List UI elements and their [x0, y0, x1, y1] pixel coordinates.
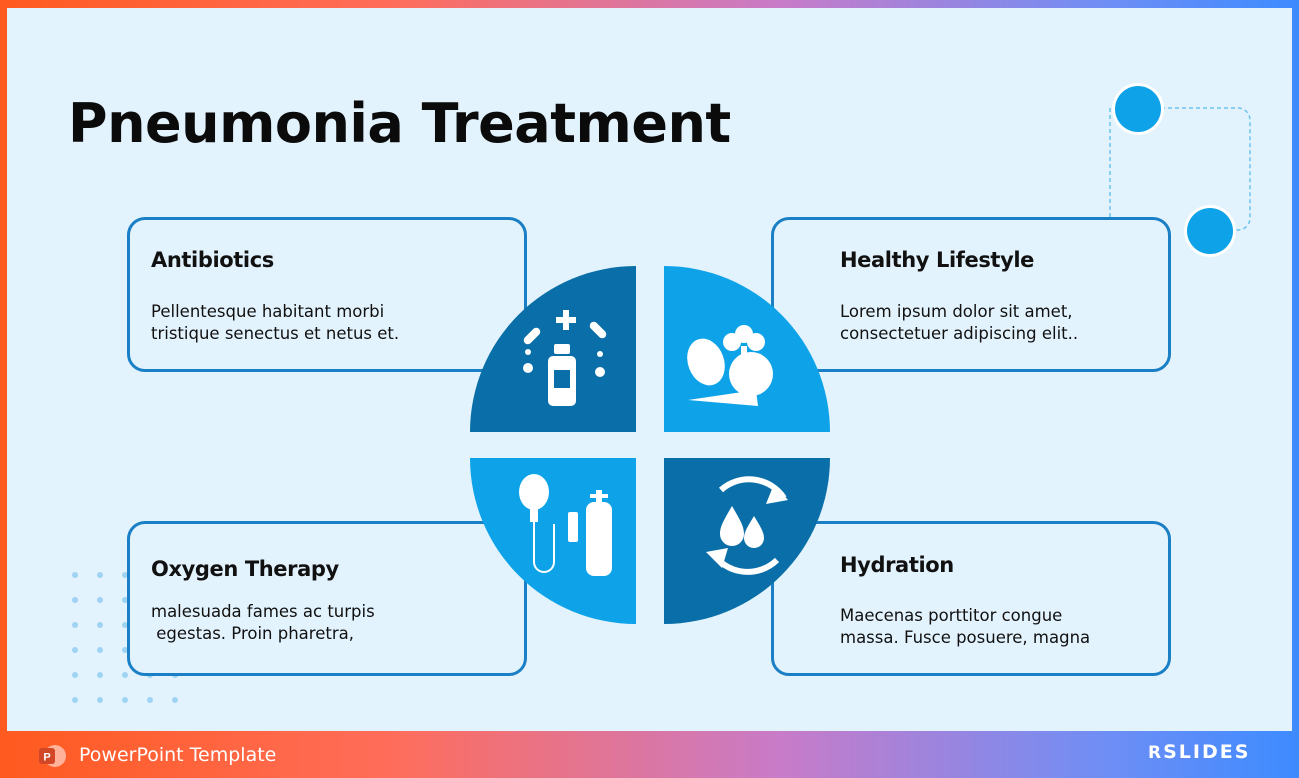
powerpoint-icon: P [39, 745, 66, 767]
card-title-healthy-lifestyle: Healthy Lifestyle [840, 248, 1035, 272]
water-drops-icon [706, 476, 788, 575]
decorative-connector [1109, 83, 1251, 257]
card-hydration [771, 521, 1171, 676]
card-text-antibiotics: Pellentesque habitant morbi tristique se… [151, 302, 400, 343]
card-antibiotics [127, 217, 527, 372]
quadrant-diagram [470, 266, 830, 624]
medicine-bottle-icon [523, 310, 607, 406]
card-text-hydration: Maecenas porttitor congue massa. Fusce p… [840, 606, 1091, 647]
vegetables-icon [687, 325, 773, 406]
footer-label: PowerPoint Template [79, 744, 277, 766]
card-text-healthy-lifestyle: Lorem ipsum dolor sit amet, consectetuer… [840, 302, 1079, 343]
card-title-oxygen-therapy: Oxygen Therapy [151, 557, 339, 581]
oxygen-tank-icon [519, 474, 612, 576]
card-text-oxygen-therapy: malesuada fames ac turpis egestas. Proin… [151, 602, 375, 643]
card-healthy-lifestyle [771, 217, 1171, 372]
svg-text:P: P [43, 752, 50, 764]
card-title-antibiotics: Antibiotics [151, 248, 274, 272]
quadrant-top-left [470, 266, 636, 432]
card-oxygen-therapy [127, 521, 527, 676]
slide-title: Pneumonia Treatment [68, 92, 731, 155]
brand-logo: RSLIDES [1148, 741, 1250, 763]
brand-prefix: R [1148, 743, 1164, 763]
card-title-hydration: Hydration [840, 553, 954, 577]
brand-name: SLIDES [1163, 741, 1251, 763]
